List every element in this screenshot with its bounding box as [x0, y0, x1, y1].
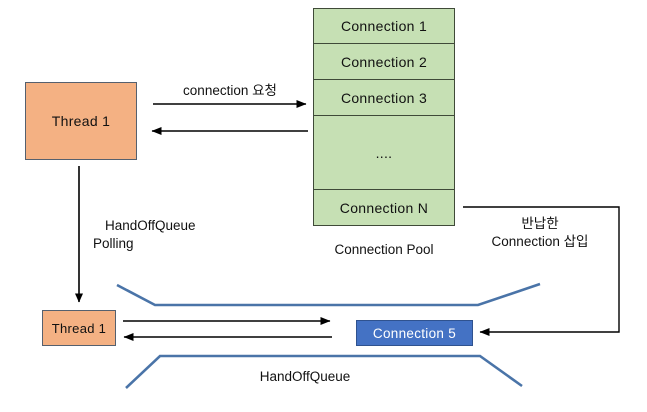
pool-cell-connection-3: Connection 3 [313, 80, 455, 116]
connection-pool-caption: Connection Pool [334, 242, 434, 257]
return-connection-label-line1: 반납한 [521, 216, 559, 231]
handoffqueue-caption: HandOffQueue [259, 369, 351, 384]
handoffqueue-polling-label-line2: Polling [93, 236, 134, 251]
handoffqueue-polling-label-line1: HandOffQueue [105, 218, 196, 233]
pool-cell-label: Connection 3 [340, 89, 428, 106]
thread-box-top-label: Thread 1 [51, 113, 111, 129]
handoffqueue-upper-edge [116, 282, 541, 307]
pool-cell-label: Connection 1 [340, 18, 428, 34]
pool-cell-label: Connection N [339, 199, 429, 216]
connection-5-label: Connection 5 [372, 325, 457, 341]
pool-cell-ellipsis: .... [313, 116, 455, 190]
thread-box-top: Thread 1 [25, 82, 137, 160]
connection-5-box: Connection 5 [356, 320, 473, 346]
pool-cell-connection-1: Connection 1 [313, 8, 455, 44]
thread-box-bottom: Thread 1 [42, 310, 116, 346]
pool-cell-label: Connection 2 [340, 53, 428, 70]
thread-box-bottom-label: Thread 1 [51, 320, 107, 336]
return-connection-label-line2: Connection 삽입 [491, 234, 589, 249]
pool-cell-label: .... [375, 144, 393, 161]
pool-cell-connection-n: Connection N [313, 190, 455, 226]
pool-cell-connection-2: Connection 2 [313, 44, 455, 80]
connection-request-label: connection 요청 [183, 83, 277, 98]
